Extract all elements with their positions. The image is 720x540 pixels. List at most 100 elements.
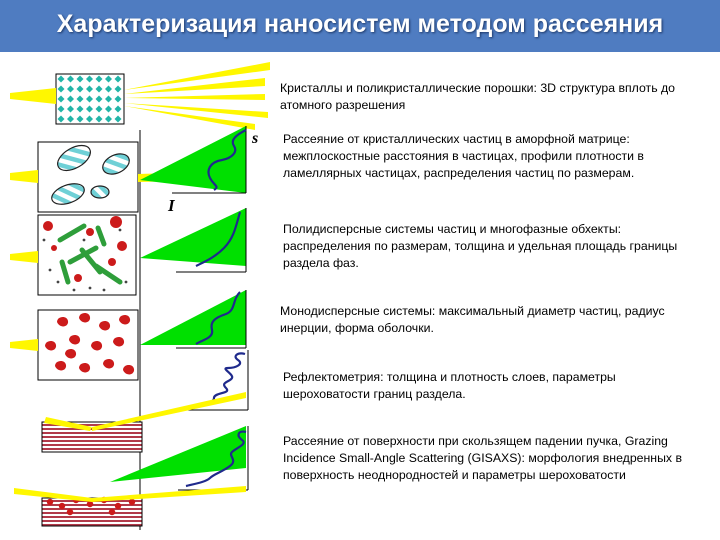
polydisperse-particles — [42, 216, 128, 292]
blob-particle — [51, 245, 57, 251]
lattice-dot — [86, 85, 93, 93]
lattice-dot — [67, 105, 74, 113]
description-particles-matrix: Рассеяние от кристаллических частиц в ам… — [283, 132, 644, 180]
scattering-diagram — [10, 62, 270, 530]
lattice-dot — [76, 95, 84, 103]
mono-particle — [57, 316, 69, 327]
surface-inclusion — [114, 502, 122, 510]
surface-inclusion — [128, 498, 136, 506]
incident-beam-0 — [10, 88, 56, 104]
mono-particle — [99, 320, 111, 331]
lattice-dot — [105, 95, 112, 103]
lattice-dot — [57, 105, 65, 113]
reflected-beam-4 — [92, 392, 246, 431]
small-particle — [48, 268, 52, 272]
lattice-dot — [67, 115, 74, 123]
small-particle — [88, 286, 92, 290]
lattice-dot — [95, 95, 103, 103]
mono-particle — [91, 340, 103, 351]
lattice-dot — [67, 85, 74, 93]
lattice-dot — [105, 75, 112, 83]
lattice-dot — [95, 75, 103, 83]
gisaxs-curve — [185, 430, 247, 488]
lattice-dot — [86, 75, 93, 83]
incident-beam-5 — [14, 488, 92, 502]
blob-particle — [74, 274, 82, 282]
slide-title: Характеризация наносистем методом рассея… — [56, 10, 664, 38]
blob-particle — [108, 258, 116, 266]
diffraction-ray-3 — [124, 94, 265, 100]
blob-particle — [110, 216, 122, 228]
multilayer-sample — [41, 421, 143, 453]
incident-beam-2 — [10, 251, 38, 263]
rod-particle — [57, 223, 87, 243]
small-particle — [118, 228, 122, 232]
blob-particle — [43, 221, 53, 231]
surface-inclusion — [66, 508, 74, 516]
scattering-curve-3 — [195, 291, 241, 345]
lattice-dot — [57, 95, 65, 103]
small-particle — [56, 280, 60, 284]
scatter-cone-2 — [140, 208, 246, 266]
lattice-dot — [76, 105, 84, 113]
small-particle — [102, 288, 106, 292]
lattice-dot — [76, 75, 84, 83]
reflectivity-curve — [195, 352, 246, 409]
rod-particle — [59, 259, 71, 285]
scatter-cone-5 — [110, 426, 246, 482]
incident-beam-1 — [10, 170, 38, 183]
description-reflectometry: Рефлектометрия: толщина и плотность слое… — [283, 370, 616, 401]
lattice-dot — [57, 75, 65, 83]
symbol-s: s — [252, 130, 259, 147]
crystal-particle-1 — [57, 144, 91, 172]
lattice-dot — [95, 105, 103, 113]
mono-particle — [69, 334, 81, 345]
lattice-dot — [95, 115, 103, 123]
description-crystals: Кристаллы и поликристаллические порошки:… — [280, 81, 676, 112]
lattice-dot — [105, 85, 112, 93]
mono-particle — [103, 358, 115, 369]
mono-particle — [119, 314, 131, 325]
lattice-dot — [86, 115, 93, 123]
mono-particle — [55, 360, 67, 371]
mono-particle — [113, 336, 125, 347]
lattice-dot — [114, 95, 122, 103]
incident-beam-4 — [44, 417, 92, 431]
beam-through-5 — [92, 486, 246, 502]
surface-inclusion — [58, 502, 66, 510]
crystal-particle-2 — [102, 153, 130, 175]
lattice-dot — [105, 105, 112, 113]
small-particle — [82, 238, 86, 242]
lattice-dot — [67, 75, 74, 83]
rod-particle — [93, 263, 123, 285]
blob-particle — [117, 241, 127, 251]
description-polydisperse: Полидисперсные системы частиц и многофаз… — [283, 222, 678, 270]
crystal-particle-3 — [51, 183, 85, 205]
scatter-cone-1 — [140, 126, 246, 193]
small-particle — [124, 280, 128, 284]
lattice-dot — [57, 115, 65, 123]
lattice-dot — [86, 95, 93, 103]
title-bar: Характеризация наносистем методом рассея… — [0, 0, 720, 52]
diffraction-ray-4 — [124, 103, 268, 118]
lattice-dot — [114, 75, 122, 83]
lattice-dot — [95, 85, 103, 93]
surface-inclusion — [108, 508, 116, 516]
surface-inclusion — [86, 500, 94, 508]
crystal-lattice-dots — [57, 75, 122, 123]
lattice-dot — [67, 95, 74, 103]
lattice-dot — [105, 115, 112, 123]
mono-particle — [123, 364, 135, 375]
mono-particle — [65, 348, 77, 359]
diffraction-ray-1 — [124, 62, 270, 90]
scattering-curve-2 — [195, 211, 242, 267]
mono-particle — [79, 312, 91, 323]
lattice-dot — [76, 115, 84, 123]
small-particle — [42, 238, 46, 242]
description-monodisperse: Монодисперсные системы: максимальный диа… — [280, 304, 665, 335]
lattice-dot — [114, 105, 122, 113]
symbol-I: I — [168, 196, 175, 215]
lattice-dot — [86, 105, 93, 113]
diffraction-ray-5 — [124, 106, 255, 130]
rod-particle — [95, 225, 107, 247]
